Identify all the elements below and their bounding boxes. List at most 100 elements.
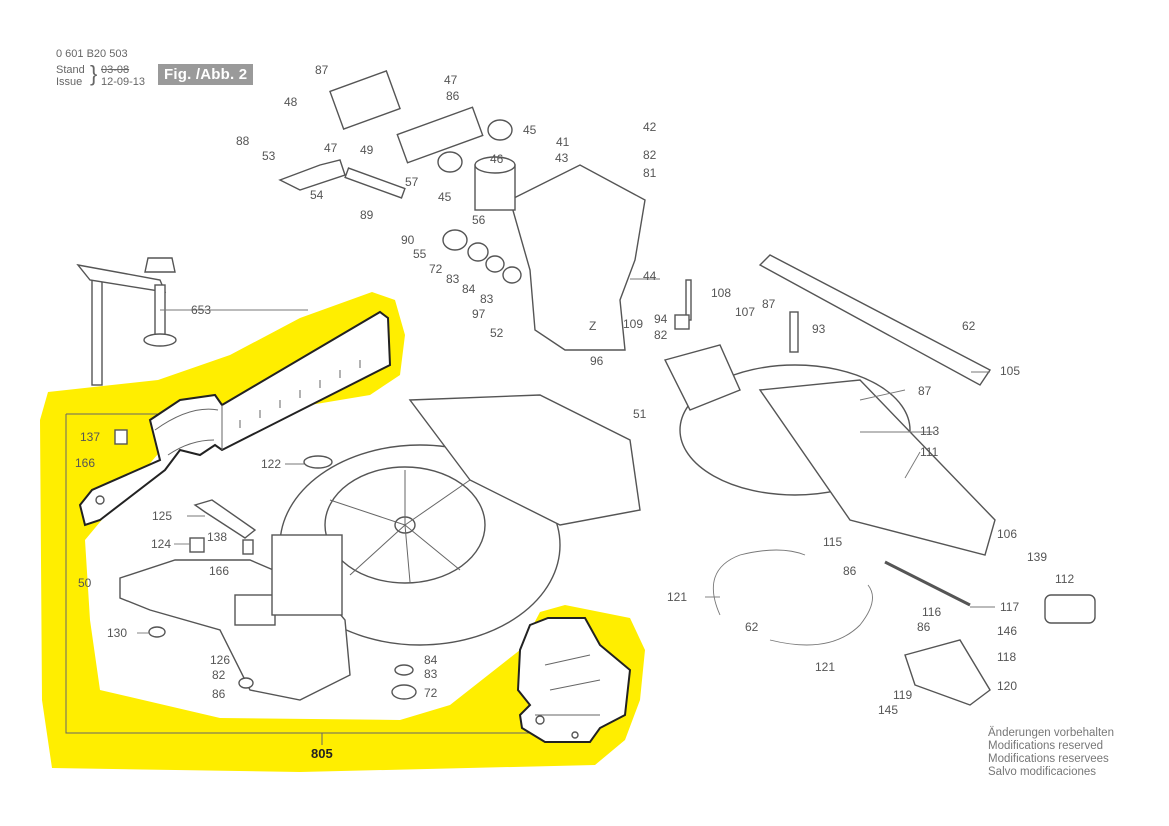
note-line: Modifications reserved [988, 740, 1104, 752]
callout: 62 [745, 620, 759, 634]
callout: 84 [424, 653, 438, 667]
callout: 146 [997, 624, 1017, 638]
callout: 83 [480, 292, 494, 306]
fence-part [78, 310, 392, 527]
callout: 45 [438, 190, 452, 204]
clamp-part [76, 257, 177, 386]
callout: 48 [284, 95, 298, 109]
callout: 93 [812, 322, 826, 336]
callout: 47 [324, 141, 338, 155]
callout: 56 [472, 213, 486, 227]
callout: 46 [490, 152, 504, 166]
callout: 89 [360, 208, 374, 222]
callout: 54 [310, 188, 324, 202]
callout: 119 [893, 688, 912, 702]
callout: 139 [1027, 550, 1047, 564]
callout: 88 [236, 134, 250, 148]
callout: 57 [405, 175, 419, 189]
callout: 96 [590, 354, 604, 368]
callout: 81 [643, 166, 657, 180]
fence-bracket-part [516, 617, 632, 743]
callout: 49 [360, 143, 374, 157]
callout: 53 [262, 149, 276, 163]
callout: 86 [843, 564, 857, 578]
callout: 42 [643, 120, 657, 134]
callout: 106 [997, 527, 1017, 541]
callout: 97 [472, 307, 486, 321]
base-left [119, 534, 351, 701]
callout: 62 [962, 319, 976, 333]
group-label-805: 805 [311, 746, 333, 761]
note-line: Modifications reservees [988, 753, 1109, 765]
callout: 108 [711, 286, 731, 300]
marker-z: Z [589, 319, 596, 333]
lever-120 [904, 639, 991, 706]
callout: 166 [209, 564, 229, 578]
issue-date: 12-09-13 [101, 76, 146, 88]
callout: 45 [523, 123, 537, 137]
callout: 94 [654, 312, 668, 326]
callout: 121 [667, 590, 687, 604]
callout: 82 [643, 148, 657, 162]
group-bracket [65, 414, 530, 734]
callout: 109 [623, 317, 643, 331]
issue-label: Issue [56, 76, 83, 88]
callout: 47 [444, 73, 458, 87]
rod-117 [884, 560, 971, 607]
callout: 115 [823, 535, 842, 549]
callout-labels: 87 47 48 86 49 88 53 47 54 57 45 46 45 4… [75, 63, 1074, 761]
right-slide [663, 254, 996, 556]
callout: 86 [212, 687, 226, 701]
part-number: 0 601 B20 503 [56, 48, 128, 60]
callout: 107 [735, 305, 755, 319]
callout: 116 [922, 605, 941, 619]
old-date: 03-08 [101, 64, 130, 76]
callout: 120 [997, 679, 1017, 693]
note-line: Salvo modificaciones [988, 766, 1097, 778]
knob-112 [1044, 594, 1096, 624]
callout: 86 [917, 620, 931, 634]
callout: 121 [815, 660, 835, 674]
callout: 111 [920, 445, 939, 459]
callout: 90 [401, 233, 415, 247]
callout: 87 [762, 297, 776, 311]
callout: 112 [1055, 572, 1074, 586]
callout: 126 [210, 653, 230, 667]
callout: 51 [633, 407, 647, 421]
callout: 83 [424, 667, 438, 681]
note-line: Änderungen vorbehalten [988, 727, 1114, 739]
callout: 653 [191, 303, 211, 317]
callout: 125 [152, 509, 172, 523]
modifications-note: Änderungen vorbehalten Modifications res… [988, 727, 1114, 779]
callout: 72 [424, 686, 438, 700]
callout: 82 [212, 668, 226, 682]
turntable [279, 394, 641, 646]
callout: 130 [107, 626, 127, 640]
callout: 105 [1000, 364, 1020, 378]
arm-assembly [278, 70, 646, 351]
callout: 50 [78, 576, 92, 590]
callout: 117 [1000, 600, 1019, 614]
callout: 84 [462, 282, 476, 296]
callout: 52 [490, 326, 504, 340]
callout: 43 [555, 151, 569, 165]
callout: 124 [151, 537, 171, 551]
brace: } [90, 61, 98, 86]
callout: 44 [643, 269, 657, 283]
callout: 87 [315, 63, 329, 77]
callout: 55 [413, 247, 427, 261]
callout: 138 [207, 530, 227, 544]
small-parts [114, 279, 799, 700]
ring-121-upper [712, 549, 806, 616]
callout: 82 [654, 328, 668, 342]
callout: 145 [878, 703, 898, 717]
callout: 122 [261, 457, 281, 471]
callout: 72 [429, 262, 443, 276]
leader-lines [137, 278, 995, 634]
callout: 113 [920, 424, 939, 438]
stand-label: Stand [56, 64, 85, 76]
figure-title: Fig. /Abb. 2 [158, 64, 254, 85]
callout: 83 [446, 272, 460, 286]
